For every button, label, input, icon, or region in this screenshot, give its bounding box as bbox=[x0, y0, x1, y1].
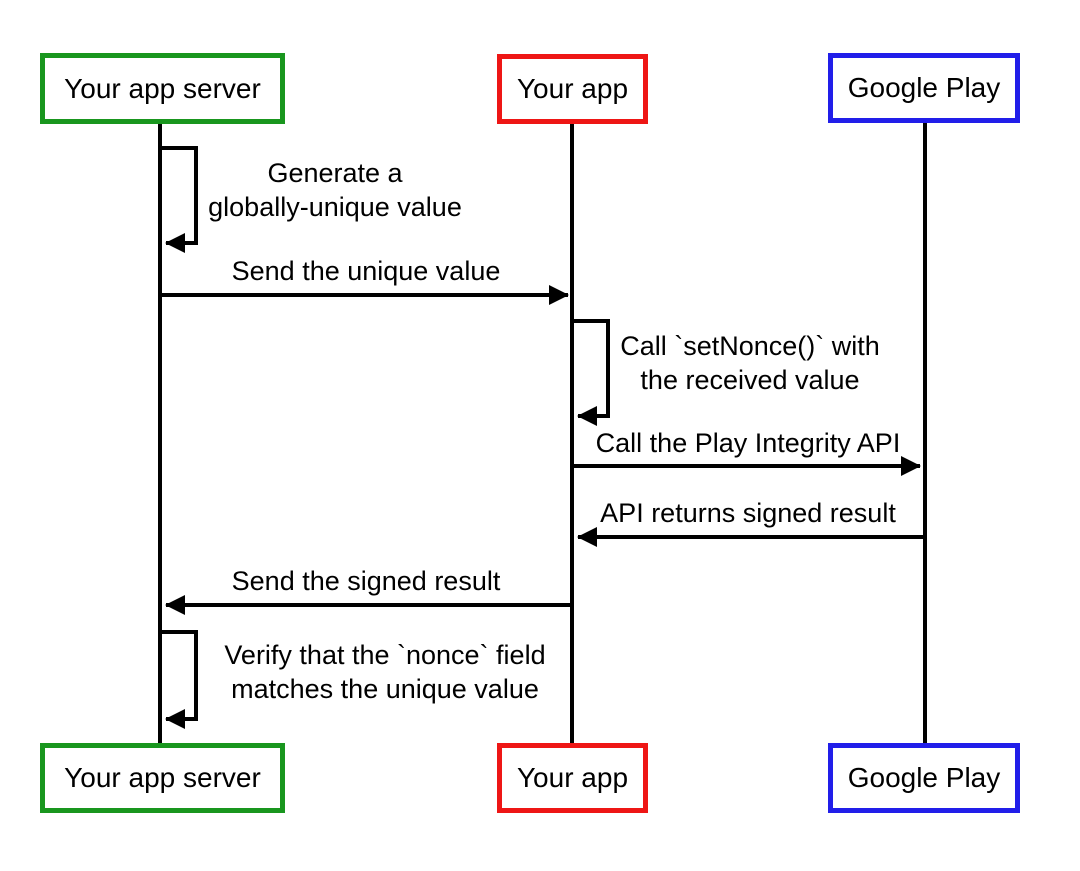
message-label-send-unique-value: Send the unique value bbox=[231, 256, 501, 286]
actor-box-app-top: Your app bbox=[497, 54, 648, 124]
message-line: globally-unique value bbox=[208, 192, 462, 222]
message-label-send-signed-result: Send the signed result bbox=[231, 566, 501, 596]
actor-label-app-server-bottom: Your app server bbox=[64, 762, 261, 793]
self-loop-generate-value bbox=[160, 146, 198, 253]
self-loop-verify-nonce bbox=[160, 630, 198, 729]
message-label-verify-nonce: Verify that the `nonce` field matches th… bbox=[224, 638, 545, 706]
actor-box-google-play-top: Google Play bbox=[828, 53, 1020, 123]
actor-box-app-bottom: Your app bbox=[497, 743, 648, 813]
message-line: Call `setNonce()` with bbox=[620, 331, 880, 361]
actor-label-app-bottom: Your app bbox=[516, 762, 629, 793]
message-label-call-integrity-api: Call the Play Integrity API bbox=[595, 428, 901, 458]
actor-label-app-top: Your app bbox=[516, 73, 629, 104]
message-line: Generate a bbox=[267, 158, 403, 188]
actor-label-app-server-top: Your app server bbox=[64, 72, 261, 104]
message-label-api-returns-result: API returns signed result bbox=[600, 498, 896, 528]
message-line: Verify that the `nonce` field bbox=[224, 640, 546, 670]
actor-box-app-server-top: Your app server bbox=[40, 53, 285, 124]
message-line: matches the unique value bbox=[231, 674, 539, 704]
message-line: the received value bbox=[640, 365, 860, 395]
message-label-set-nonce: Call `setNonce()` with the received valu… bbox=[620, 329, 880, 397]
actor-box-app-server-bottom: Your app server bbox=[40, 743, 285, 813]
actor-box-google-play-bottom: Google Play bbox=[828, 743, 1020, 813]
self-loop-set-nonce bbox=[572, 319, 610, 426]
message-label-generate-value: Generate a globally-unique value bbox=[208, 156, 462, 224]
actor-label-google-play-top: Google Play bbox=[847, 72, 1001, 103]
actor-label-google-play-bottom: Google Play bbox=[847, 762, 1001, 793]
